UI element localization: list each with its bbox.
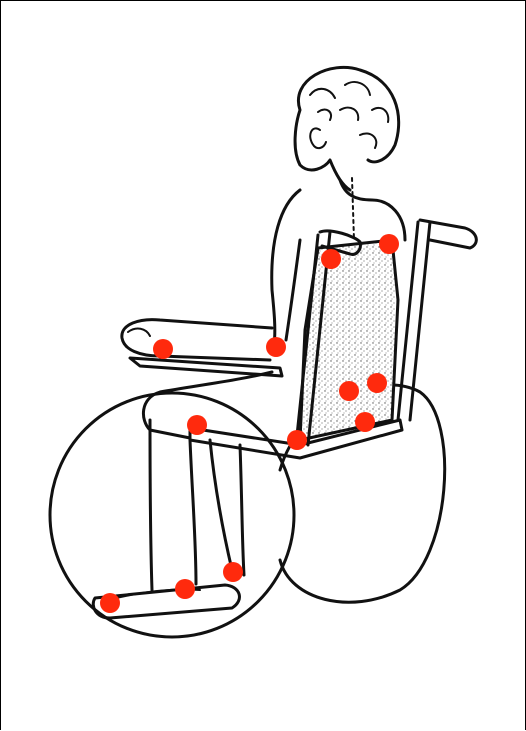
thigh <box>143 372 272 438</box>
shin-far <box>210 440 244 575</box>
pressure-point-toe <box>100 593 120 613</box>
pressure-point-ischial-tuberosity <box>355 412 375 432</box>
head <box>295 67 399 190</box>
shin-near <box>150 420 196 590</box>
pressure-point-shoulder-blade-left <box>321 249 341 269</box>
hand <box>128 329 150 336</box>
pressure-point-shoulder-blade-right <box>379 234 399 254</box>
pressure-point-forearm <box>153 339 173 359</box>
pressure-point-knee-back <box>187 415 207 435</box>
pressure-point-foot-side <box>175 579 195 599</box>
pressure-point-elbow <box>266 337 286 357</box>
upper-arm <box>286 240 300 340</box>
hair-curls <box>310 82 388 148</box>
backrest-frame-right <box>398 222 430 420</box>
pressure-point-sacrum-right <box>367 373 387 393</box>
spine-line <box>352 178 354 240</box>
pressure-point-hip-side <box>287 430 307 450</box>
ear <box>310 128 326 148</box>
pressure-point-heel-back <box>223 562 243 582</box>
pressure-point-sacrum-left <box>339 381 359 401</box>
forearm-arm <box>122 320 272 360</box>
near-wheel <box>50 393 294 637</box>
